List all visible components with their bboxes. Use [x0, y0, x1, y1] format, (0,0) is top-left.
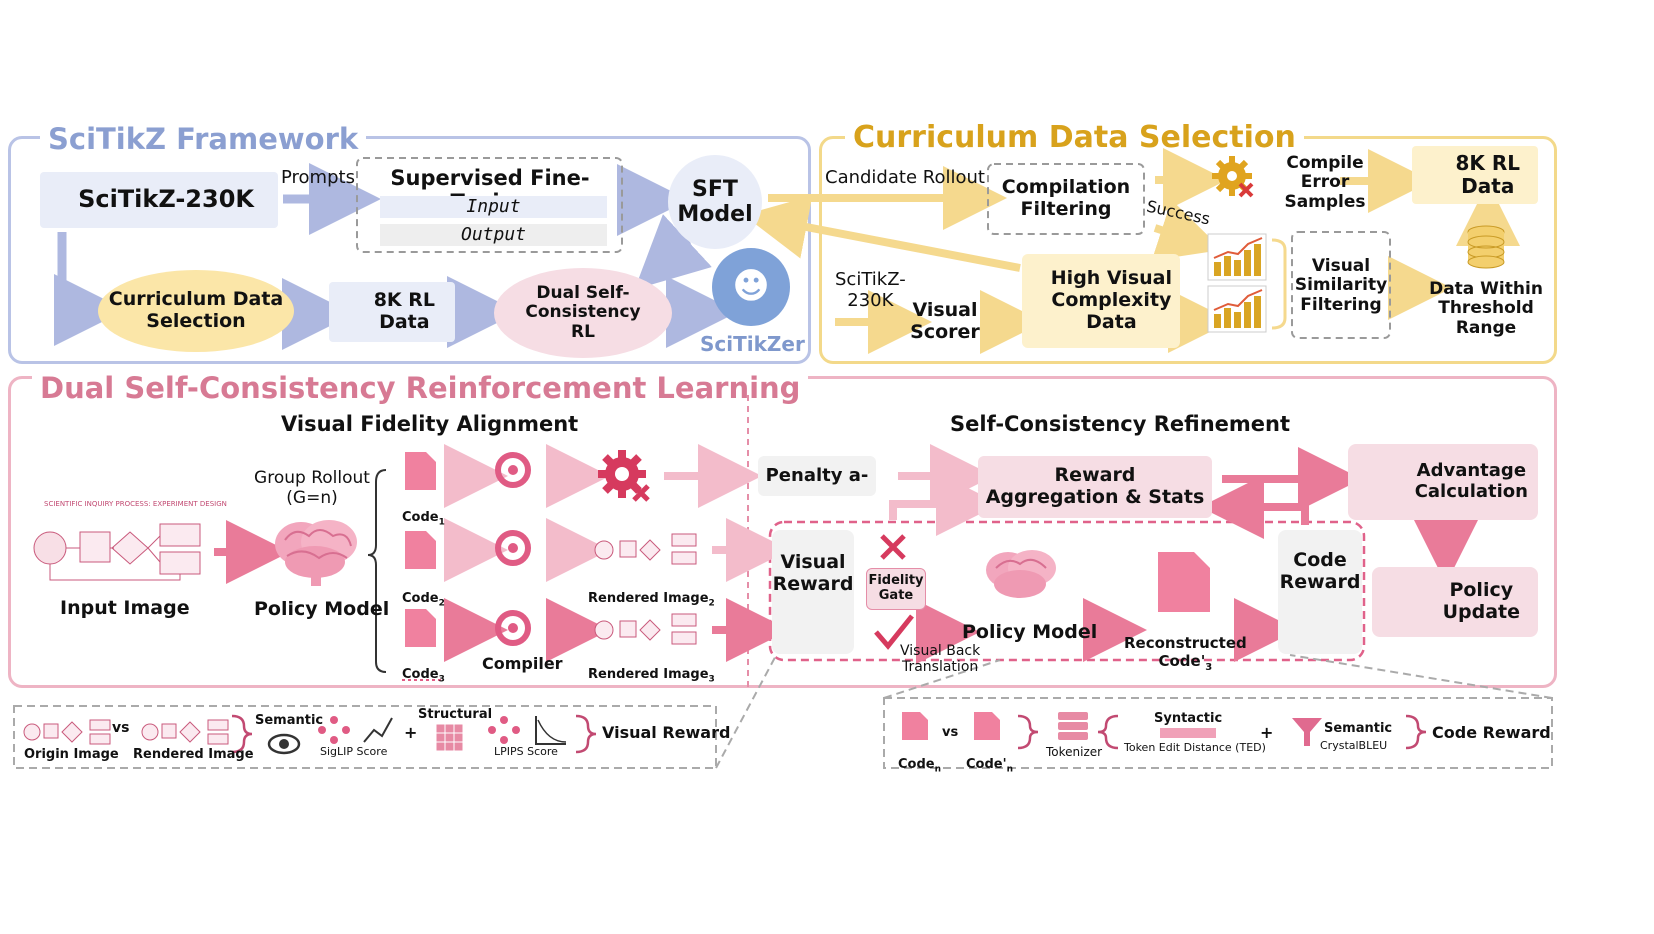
compile-error-gear-icon: [1212, 156, 1254, 198]
rendered-diagram-3: [594, 613, 697, 645]
policy-update-box: Policy Update: [1372, 567, 1538, 637]
rendered-diagram-2: [594, 533, 697, 565]
failed-gear-icon: [598, 450, 650, 502]
curriculum-title: Curriculum Data Selection: [845, 120, 1304, 155]
robot-icon: ☻: [732, 266, 770, 308]
rl-data-label-2: 8K RL Data: [1455, 151, 1520, 198]
code3-label: Code3: [402, 666, 445, 685]
code1-label: Code1: [402, 509, 445, 528]
penalty-box: Penalty a-: [758, 456, 876, 496]
legend-visual-reward-label: Visual Reward: [602, 723, 731, 742]
scr-heading: Self-Consistency Refinement: [950, 412, 1290, 436]
source-label: SciTikZ- 230K: [835, 269, 906, 311]
prompts-label: Prompts: [281, 167, 355, 188]
legend-vs2-label: vs: [942, 725, 959, 740]
dataset-label: SciTikZ-230K: [78, 185, 254, 214]
curriculum-oval: Curriculum Data Selection: [98, 270, 294, 352]
brain-icon: [275, 520, 357, 586]
legend-siglip-label: SigLIP Score: [320, 745, 388, 758]
high-visual-label: High Visual Complexity Data: [1050, 267, 1172, 333]
code-reward-label: Code Reward: [1279, 549, 1361, 593]
candidate-label: Candidate Rollout: [825, 167, 985, 188]
sft-model: SFT Model: [668, 155, 762, 249]
legend-syntactic-label: Syntactic: [1154, 711, 1223, 726]
reconstructed-label: Reconstructed Code'3: [1124, 634, 1247, 673]
back-translation-label: Visual Back Translation: [900, 643, 981, 676]
fidelity-gate-box: Fidelity Gate: [866, 568, 926, 610]
high-visual-box: High Visual Complexity Data: [1022, 254, 1180, 348]
code2-label: Code2: [402, 590, 445, 609]
reject-icon: [880, 534, 906, 560]
legend-vs-label: vs: [112, 720, 130, 736]
legend-tokenizer-label: Tokenizer: [1046, 745, 1103, 759]
funnel-icon: [1292, 718, 1322, 746]
curriculum-arrows: [743, 148, 1520, 354]
rl-data-box: 8K RL Data: [329, 282, 455, 342]
diagram-caption: SCIENTIFIC INQUIRY PROCESS: EXPERIMENT D…: [44, 500, 227, 508]
compilation-box: Compilation Filtering: [1001, 176, 1131, 220]
group-rollout-label: Group Rollout (G=n): [254, 468, 370, 508]
legend-plus-label: +: [404, 723, 418, 742]
complexity-chart-1: [1207, 233, 1267, 281]
legend-left-frame: [13, 705, 717, 769]
scitikzer-avatar: ☻: [712, 248, 790, 326]
rendered3-label: Rendered Image3: [588, 666, 715, 685]
legend-coden2-label: Code'n: [966, 756, 1013, 775]
dataset-box: SciTikZ-230K: [40, 172, 278, 228]
code-reward-box: Code Reward: [1278, 530, 1362, 654]
rl-data-box-2: 8K RL Data: [1412, 146, 1538, 204]
framework-arrows: [54, 163, 738, 350]
legend-origin-label: Origin Image: [24, 747, 119, 762]
similarity-frame: [1291, 231, 1391, 339]
rl-data-label: 8K RL Data: [373, 289, 435, 333]
legend-coden-label: Coden: [898, 756, 942, 775]
legend-right-frame: [883, 697, 1553, 769]
vfa-heading: Visual Fidelity Alignment: [281, 412, 579, 436]
sft-input: Input: [380, 196, 607, 218]
legend-plus2-label: +: [1260, 723, 1274, 742]
grid-icon: [435, 723, 464, 752]
dual-title: Dual Self-Consistency Reinforcement Lear…: [32, 371, 809, 405]
rendered2-label: Rendered Image2: [588, 590, 715, 609]
accept-icon: [874, 614, 914, 650]
similarity-label: Visual Similarity Filtering: [1294, 255, 1388, 315]
input-image-label: Input Image: [60, 597, 190, 619]
refinement-frame: [768, 520, 1366, 662]
advantage-box: Advantage Calculation: [1348, 444, 1538, 520]
sft-output: Output: [380, 224, 607, 246]
scitikzer-label: SciTikZer: [700, 332, 805, 356]
reconstructed-doc-icon: [1158, 552, 1210, 612]
legend-semantic-label: Semantic: [255, 713, 324, 728]
legend-crystal-label: CrystalBLEU: [1320, 739, 1388, 752]
framework-title: SciTikZ Framework: [40, 122, 367, 156]
compiler-label: Compiler: [482, 654, 563, 673]
tokenizer-icon: [1058, 712, 1088, 740]
reward-aggregation-box: Reward Aggregation & Stats: [978, 456, 1212, 518]
compilation-frame: [987, 163, 1145, 235]
scorer-label: Visual Scorer: [910, 299, 980, 343]
policy-model2-label: Policy Model: [962, 621, 1098, 643]
policy-update-label: Policy Update: [1442, 579, 1520, 623]
input-diagram: [33, 523, 201, 581]
legend-code-reward-label: Code Reward: [1432, 723, 1551, 742]
legend-ted-label: Token Edit Distance (TED): [1124, 741, 1266, 754]
advantage-label: Advantage Calculation: [1414, 460, 1528, 502]
brain-icon-2: [986, 550, 1056, 598]
database-icon: [1467, 225, 1505, 269]
threshold-label: Data Within Threshold Range: [1429, 278, 1543, 338]
legend-semantic2-label: Semantic: [1324, 721, 1393, 736]
visual-reward-box: Visual Reward: [772, 530, 854, 654]
legend-structural-label: Structural: [418, 707, 493, 722]
ted-bar: [1160, 728, 1216, 738]
legend-rendered-label: Rendered Image: [133, 747, 254, 762]
compiler-icons: [495, 452, 531, 646]
visual-reward-label: Visual Reward: [772, 551, 854, 595]
compile-error-label: Compile Error Samples: [1284, 152, 1366, 212]
policy-model-label: Policy Model: [254, 598, 390, 620]
dual-rl-oval: Dual Self- Consistency RL: [494, 268, 672, 358]
complexity-chart-2: [1207, 285, 1267, 333]
legend-lpips-label: LPIPS Score: [494, 745, 558, 758]
sft-frame: [356, 157, 623, 253]
